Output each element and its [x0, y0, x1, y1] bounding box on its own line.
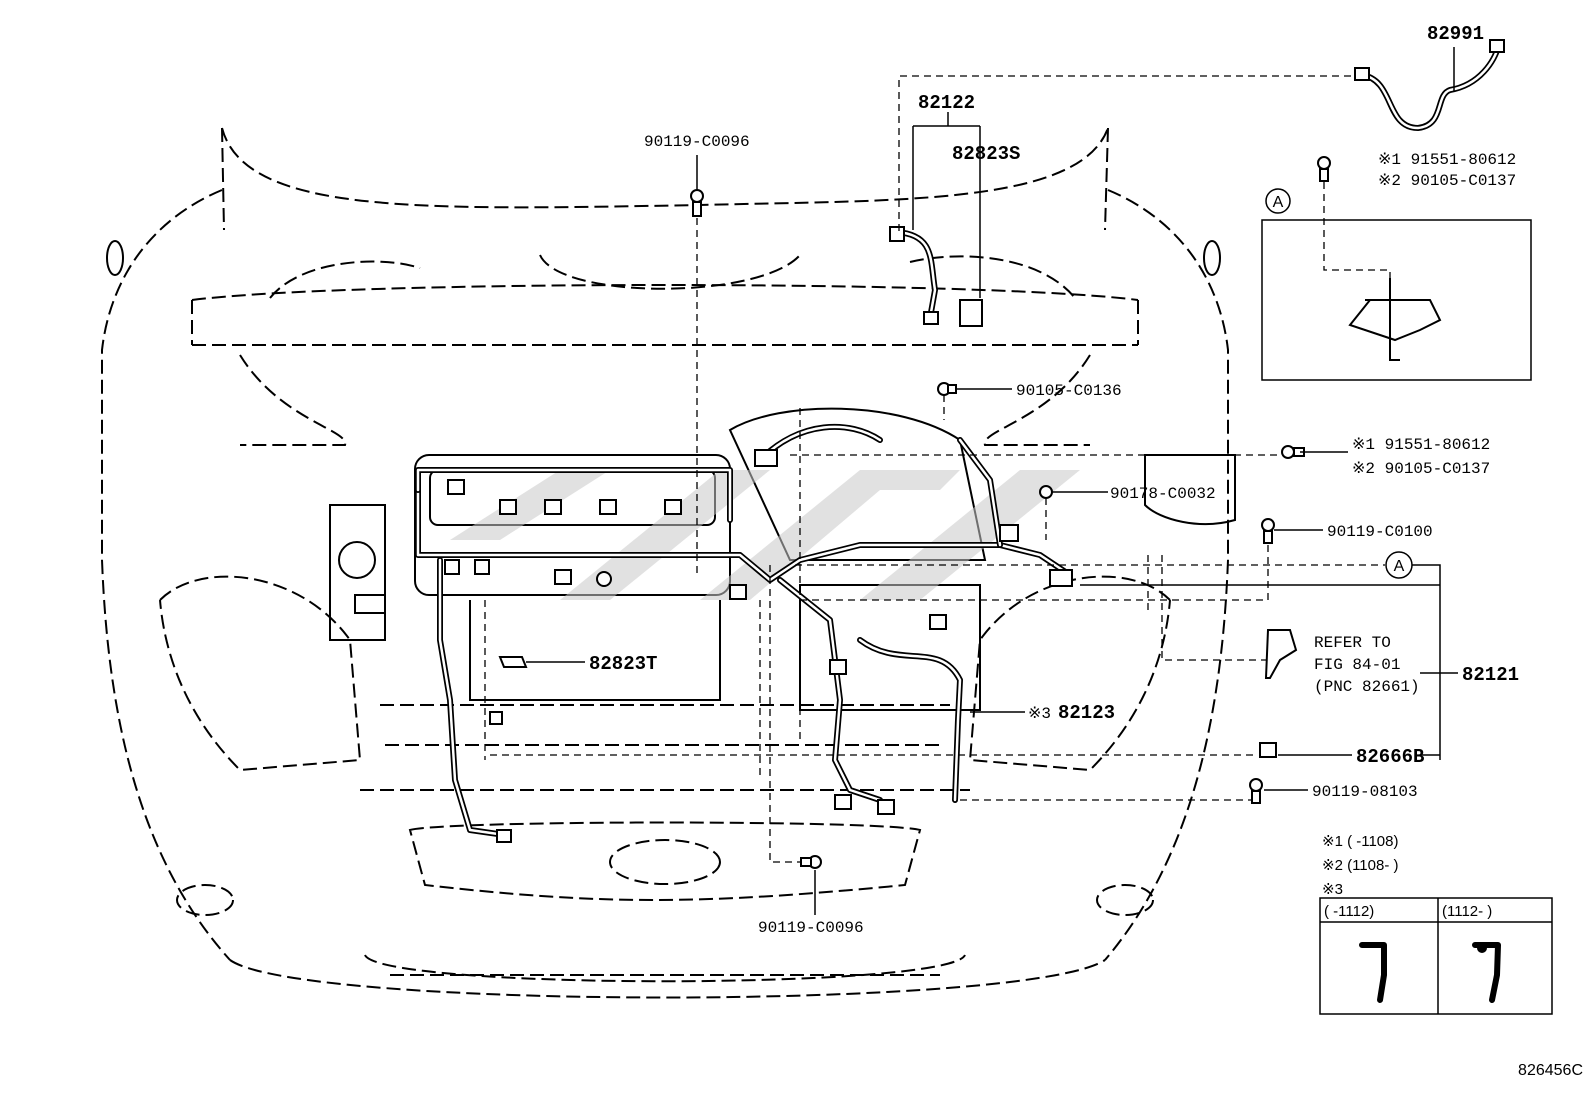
bolts: [596, 156, 1331, 869]
callout-label: A: [1273, 194, 1284, 211]
bolt-icon: [1039, 485, 1053, 499]
callout-a-top: A: [1265, 188, 1291, 214]
figure-id: 826456C: [1518, 1062, 1583, 1079]
refer-to-note: REFER TO FIG 84-01 (PNC 82661): [1314, 634, 1420, 696]
part-82122: 82122: [918, 92, 975, 114]
part-90105-c0136: 90105-C0136: [1016, 382, 1122, 400]
bolt-icon: [1261, 518, 1275, 544]
bolt-icon: [800, 855, 822, 869]
part-90119-c0100: 90119-C0100: [1327, 523, 1433, 541]
part-82991: 82991: [1427, 23, 1484, 45]
table-col-1: ( -1112): [1324, 903, 1374, 920]
footnotes: ※1 ( -1108) ※2 (1108- ) ※3: [1322, 833, 1399, 898]
part-90105-c0137-mid: ※2 90105-C0137: [1352, 460, 1490, 478]
watermark: [450, 470, 1080, 600]
footnote-2: ※2 (1108- ): [1322, 857, 1399, 874]
bolt-icon: [937, 382, 957, 396]
refer-line-2: FIG 84-01: [1314, 656, 1400, 674]
variant-table: ( -1112) (1112- ): [1319, 897, 1553, 1015]
footnote-3: ※3: [1322, 881, 1343, 898]
leader-lines: [484, 47, 1532, 915]
bolt-icon: [1249, 778, 1263, 804]
bolt-icon: [690, 189, 704, 217]
part-82823s: 82823S: [952, 143, 1020, 165]
vehicle-body-outline: [101, 127, 1229, 999]
part-82666b: 82666B: [1356, 746, 1424, 768]
part-91551-80612-top: ※1 91551-80612: [1378, 151, 1516, 169]
callout-a-mid: A: [1385, 551, 1413, 579]
detail-view-box-a: [1261, 219, 1532, 381]
part-82823t: 82823T: [589, 653, 657, 675]
part-90105-c0137-top: ※2 90105-C0137: [1378, 172, 1516, 190]
refer-line-3: (PNC 82661): [1314, 678, 1420, 696]
harness-connectors: [444, 39, 1505, 843]
part-90119-c0096-bottom: 90119-C0096: [758, 919, 864, 937]
footnote-1: ※1 ( -1108): [1322, 833, 1399, 850]
callout-label: A: [1394, 558, 1405, 575]
bolt-icon: [1317, 156, 1331, 182]
table-col-2: (1112- ): [1442, 903, 1492, 920]
part-82123: 82123: [1058, 702, 1115, 724]
part-82123-marker: ※3: [1028, 705, 1051, 723]
part-91551-80612-mid: ※1 91551-80612: [1352, 436, 1490, 454]
part-90119-c0096-top: 90119-C0096: [644, 133, 750, 151]
bolt-icon: [596, 571, 612, 587]
part-90119-08103: 90119-08103: [1312, 783, 1418, 801]
engine-wire-harness: [415, 44, 1501, 838]
part-labels: 82991 82122 82823S 90119-C0096 ※1 91551-…: [589, 23, 1519, 937]
part-82121: 82121: [1462, 664, 1519, 686]
part-90178-c0032: 90178-C0032: [1110, 485, 1216, 503]
refer-line-1: REFER TO: [1314, 634, 1391, 652]
